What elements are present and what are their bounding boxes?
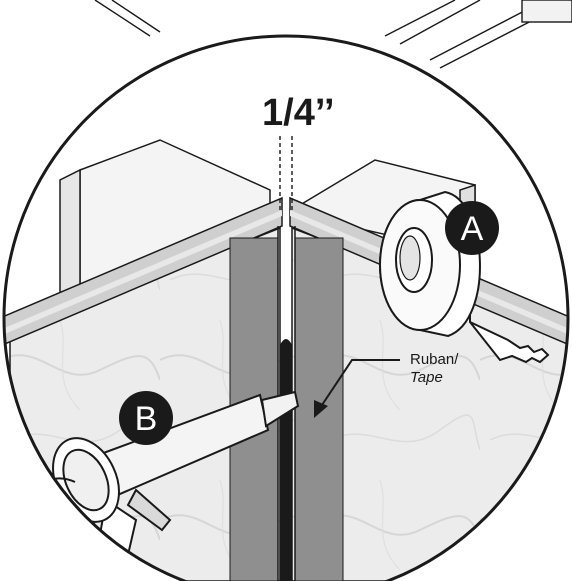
callout-line-1: Ruban/ (410, 351, 459, 368)
caulk-bead (280, 339, 292, 581)
badge-a: A (445, 201, 499, 255)
gap-dimension: 1/4’’ (262, 92, 335, 212)
callout-line-2: Tape (410, 369, 443, 386)
background-frame-lines (94, 0, 572, 69)
magnifier-circle (2, 34, 570, 581)
gap-dimension-label: 1/4’’ (262, 92, 335, 134)
badge-a-label: A (461, 210, 484, 248)
badge-b-label: B (135, 400, 158, 438)
badge-b: B (119, 391, 173, 445)
tape-callout: Ruban/ Tape (314, 351, 459, 418)
